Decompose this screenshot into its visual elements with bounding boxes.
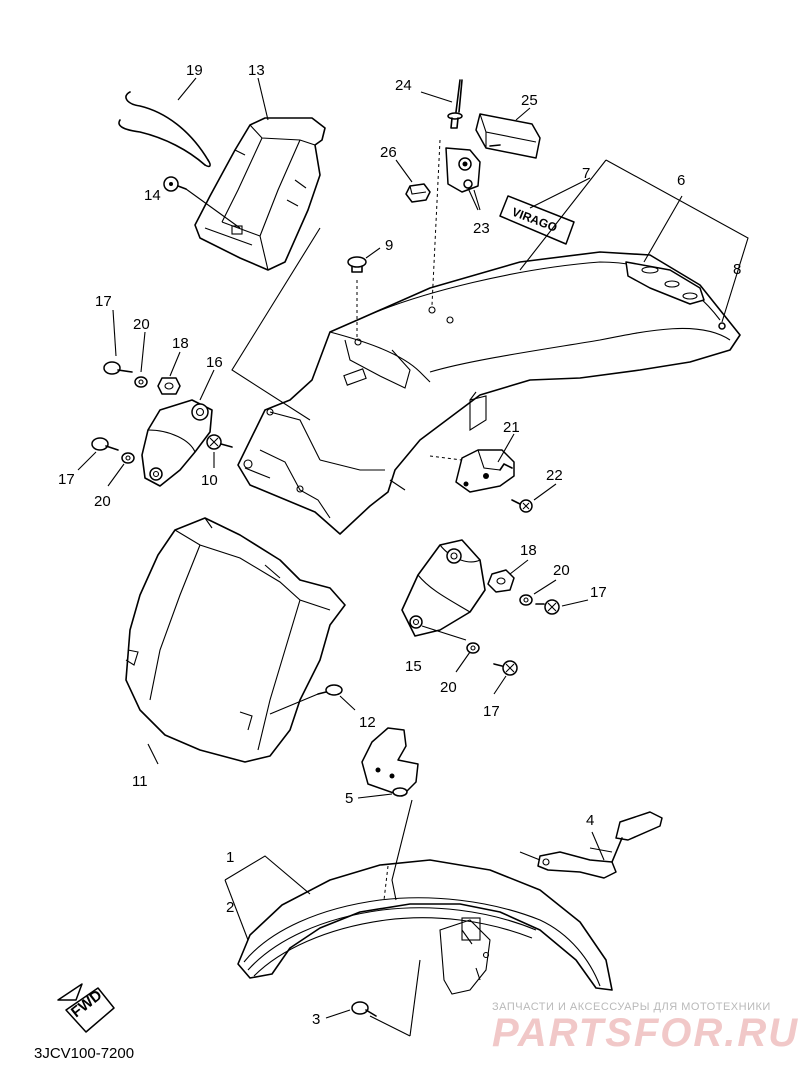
callout-20-upper-left: 20 <box>133 316 150 333</box>
callout-5: 5 <box>345 790 353 807</box>
rear-fender <box>231 139 741 535</box>
watermark: ЗАПЧАСТИ И АКСЕССУАРЫ ДЛЯ МОТОТЕХНИКИ PA… <box>492 1001 799 1055</box>
hardware-left-upper <box>103 361 181 395</box>
diagram-code: 3JCV100-7200 <box>34 1045 134 1062</box>
part-12-bolt <box>269 684 343 715</box>
part-23-bracket <box>445 147 481 211</box>
leader-lines <box>77 77 605 1019</box>
hardware-left-lower <box>91 437 135 464</box>
part-14-bolt <box>163 176 241 229</box>
callout-4: 4 <box>586 812 594 829</box>
part-3-bolt <box>351 1001 377 1017</box>
callout-17-right-upper: 17 <box>590 584 607 601</box>
part-19-band <box>118 91 211 168</box>
callout-16: 16 <box>206 354 223 371</box>
hardware-right-upper <box>487 569 560 615</box>
part-22-screw <box>511 499 533 513</box>
part-15-cover <box>401 539 486 641</box>
callout-18-right: 18 <box>520 542 537 559</box>
callout-8: 8 <box>733 261 741 278</box>
callout-2: 2 <box>226 899 234 916</box>
part-1-front-fender <box>224 851 613 1037</box>
leader-6-8 <box>519 159 749 323</box>
callout-6: 6 <box>677 172 685 189</box>
callout-25: 25 <box>521 92 538 109</box>
part-26-nut <box>405 183 431 203</box>
callout-17-right-lower: 17 <box>483 703 500 720</box>
part-9-bolt <box>347 256 367 340</box>
part-24-pin <box>447 79 463 129</box>
part-5-bracket <box>361 727 419 901</box>
callout-labels: 19 13 24 25 26 7 6 14 23 9 8 17 20 18 16… <box>58 62 741 1028</box>
callout-3: 3 <box>312 1011 320 1028</box>
callout-22: 22 <box>546 467 563 484</box>
callout-15: 15 <box>405 658 422 675</box>
part-21-bracket <box>455 449 515 493</box>
part-10-bolt <box>206 434 233 450</box>
callout-23: 23 <box>473 220 490 237</box>
callout-10: 10 <box>201 472 218 489</box>
callout-19: 19 <box>186 62 203 79</box>
hardware-right-lower <box>466 642 518 676</box>
callout-13: 13 <box>248 62 265 79</box>
callout-24: 24 <box>395 77 412 94</box>
part-11-inner-fender <box>125 517 346 763</box>
part-16-cover <box>141 399 213 487</box>
part-7-decal: VIRAGO <box>499 177 591 245</box>
callout-9: 9 <box>385 237 393 254</box>
part-4-stay <box>537 811 663 879</box>
callout-17-lower-left: 17 <box>58 471 75 488</box>
callout-11: 11 <box>132 773 148 790</box>
watermark-subtitle: ЗАПЧАСТИ И АКСЕССУАРЫ ДЛЯ МОТОТЕХНИКИ <box>492 1001 771 1013</box>
callout-14: 14 <box>144 187 161 204</box>
part-13-case <box>194 117 326 271</box>
callout-7: 7 <box>582 165 590 182</box>
callout-17-upper-left: 17 <box>95 293 112 310</box>
callout-20-right-lower: 20 <box>440 679 457 696</box>
fwd-arrow-icon: FWD <box>57 983 115 1033</box>
callout-20-lower-left: 20 <box>94 493 111 510</box>
callout-20-right-upper: 20 <box>553 562 570 579</box>
callout-18-left: 18 <box>172 335 189 352</box>
callout-21: 21 <box>503 419 520 436</box>
watermark-brand: PARTSFOR.RU <box>492 1011 799 1055</box>
callout-26: 26 <box>380 144 397 161</box>
part-25-plate <box>475 113 541 159</box>
callout-12: 12 <box>359 714 376 731</box>
callout-1: 1 <box>226 849 234 866</box>
